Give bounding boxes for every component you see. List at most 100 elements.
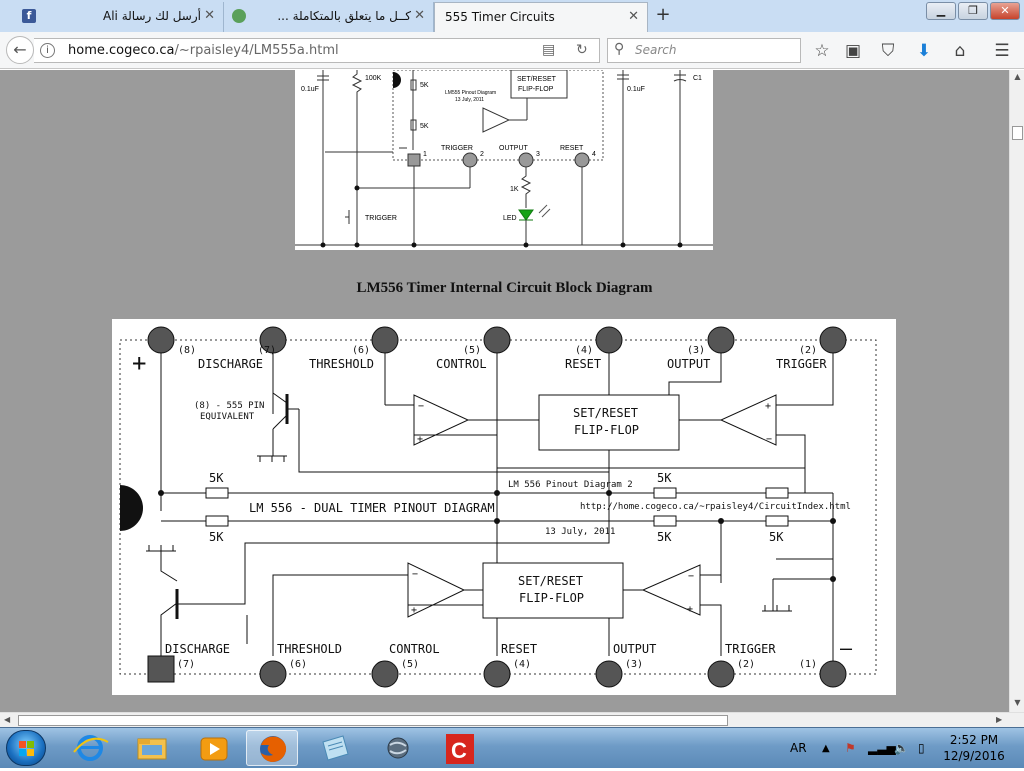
pin-number: (2)	[799, 345, 817, 356]
facebook-icon: f	[22, 9, 36, 23]
new-tab-icon[interactable]: +	[655, 4, 671, 25]
language-indicator[interactable]: AR	[790, 741, 807, 755]
taskbar-media-player[interactable]	[188, 730, 240, 766]
led-icon	[518, 209, 534, 221]
tab-forum[interactable]: كــل ما يتعلق بالمتكاملة ... ✕	[224, 2, 434, 32]
flag-icon[interactable]: ⚑	[845, 741, 856, 755]
reading-list-icon[interactable]: ▣	[844, 41, 862, 61]
flip-flop-label: FLIP-FLOP	[518, 86, 554, 93]
pin-label: OUTPUT	[499, 145, 529, 152]
pinout-caption: LM 556 Pinout Diagram 2	[508, 480, 633, 490]
download-icon[interactable]: ⬇	[916, 41, 932, 61]
comparator-top-left	[413, 394, 470, 446]
pin-4-top	[595, 326, 623, 354]
cap-label: 0.1uF	[301, 86, 319, 93]
pin-4	[574, 152, 590, 168]
home-icon[interactable]: ⌂	[954, 41, 966, 61]
pin-number: 3	[536, 151, 540, 158]
start-button[interactable]	[6, 730, 46, 766]
pinout-caption: LM555 Pinout Diagram	[445, 90, 496, 96]
search-placeholder: Search	[635, 43, 677, 57]
pin-3	[518, 152, 534, 168]
horizontal-scrollbar[interactable]: ◀ ▶	[0, 712, 1024, 727]
volume-icon[interactable]: 🔈	[894, 741, 909, 755]
taskbar-explorer[interactable]	[126, 730, 178, 766]
pin-6-top	[371, 326, 399, 354]
resistor-label: 5K	[657, 530, 672, 544]
battery-icon[interactable]: ▯	[918, 741, 925, 755]
pin-number: (4)	[575, 345, 593, 356]
taskbar-firefox[interactable]	[246, 730, 298, 766]
media-player-icon	[200, 737, 228, 761]
pin-2	[462, 152, 478, 168]
restore-button[interactable]: ❐	[958, 2, 988, 20]
tab-close-icon[interactable]: ✕	[204, 8, 215, 23]
bottom-pin-row	[259, 660, 847, 688]
pin-label: THRESHOLD	[309, 357, 374, 371]
reload-icon[interactable]: ↻	[576, 42, 588, 58]
tab-facebook[interactable]: f أرسل لك رسالة Ali ✕	[14, 2, 224, 32]
show-hidden-icons-icon[interactable]: ▲	[822, 743, 830, 754]
page-heading: LM556 Timer Internal Circuit Block Diagr…	[356, 280, 653, 296]
taskbar-ccleaner[interactable]: C	[434, 730, 486, 766]
pin-number: (5)	[463, 345, 481, 356]
site-icon	[232, 9, 246, 23]
pin-label: DISCHARGE	[198, 357, 263, 371]
vertical-scrollbar[interactable]: ▲ ▼	[1009, 70, 1024, 712]
comparator-plus: +	[411, 605, 417, 616]
scroll-down-icon[interactable]: ▼	[1014, 698, 1021, 707]
svg-text:C: C	[451, 738, 467, 763]
date-caption: 13 July, 2011	[545, 527, 615, 537]
tab-title: كــل ما يتعلق بالمتكاملة ...	[277, 9, 411, 23]
pin-label: TRIGGER	[725, 642, 776, 656]
close-window-button[interactable]: ✕	[990, 2, 1020, 20]
tab-555-timer[interactable]: 555 Timer Circuits ✕	[434, 2, 648, 32]
scroll-thumb[interactable]	[1012, 126, 1023, 140]
comparator-minus: −	[688, 571, 694, 582]
page-content: 0.1uF 100K 5K 5K SET/RESET FLIP-FLOP LM5…	[0, 70, 1009, 712]
pin-number: (6)	[352, 345, 370, 356]
pin-label: OUTPUT	[667, 357, 710, 371]
scroll-up-icon[interactable]: ▲	[1014, 72, 1021, 81]
pin-3-bottom	[595, 660, 623, 688]
plus-sign: +	[132, 349, 146, 377]
led-label: LED	[503, 215, 517, 222]
pin-8	[147, 326, 175, 354]
pin-2-bottom	[707, 660, 735, 688]
url-bar[interactable]: i home.cogeco.ca/~rpaisley4/LM555a.html …	[34, 38, 600, 63]
back-arrow-icon[interactable]: ←	[6, 36, 34, 64]
scroll-left-icon[interactable]: ◀	[4, 715, 11, 724]
comparator-plus: +	[417, 434, 423, 445]
scroll-right-icon[interactable]: ▶	[996, 715, 1003, 724]
system-clock[interactable]: 2:52 PM 12/9/2016	[936, 732, 1012, 764]
pocket-icon[interactable]: ⛉	[881, 41, 895, 61]
tab-close-icon[interactable]: ✕	[628, 9, 639, 24]
tab-title: 555 Timer Circuits	[445, 10, 555, 24]
scroll-thumb[interactable]	[18, 715, 728, 726]
taskbar-ie[interactable]	[64, 730, 116, 766]
resistor-label: 5K	[769, 530, 784, 544]
comparator-bottom-right	[641, 564, 701, 616]
taskbar-notepad[interactable]	[308, 730, 360, 766]
tab-close-icon[interactable]: ✕	[414, 8, 425, 23]
info-icon[interactable]: i	[40, 43, 55, 58]
pin-number: (5)	[401, 659, 419, 670]
bookmark-star-icon[interactable]: ☆	[814, 41, 830, 61]
ccleaner-icon: C	[446, 734, 474, 764]
taskbar-app[interactable]	[372, 730, 424, 766]
internet-explorer-icon	[73, 735, 109, 761]
reader-view-icon[interactable]: ▤	[542, 42, 556, 58]
minimize-button[interactable]: ▁	[926, 2, 956, 20]
resistor-label: 100K	[365, 75, 382, 82]
menu-icon[interactable]: ☰	[994, 41, 1010, 61]
comparator-top-right	[719, 394, 777, 446]
diagram-title: LM 556 - DUAL TIMER PINOUT DIAGRAM	[249, 501, 495, 515]
resistor-label: 5K	[209, 530, 224, 544]
search-box[interactable]: ⚲ Search	[607, 38, 801, 63]
comparator-minus: −	[412, 569, 418, 580]
comparator-bottom-left	[407, 562, 466, 618]
pin-5-bottom	[371, 660, 399, 688]
network-signal-icon[interactable]: ▂▃▅	[868, 741, 896, 755]
source-url: http://home.cogeco.ca/~rpaisley4/Circuit…	[580, 502, 851, 512]
windows-logo-icon	[19, 741, 35, 757]
